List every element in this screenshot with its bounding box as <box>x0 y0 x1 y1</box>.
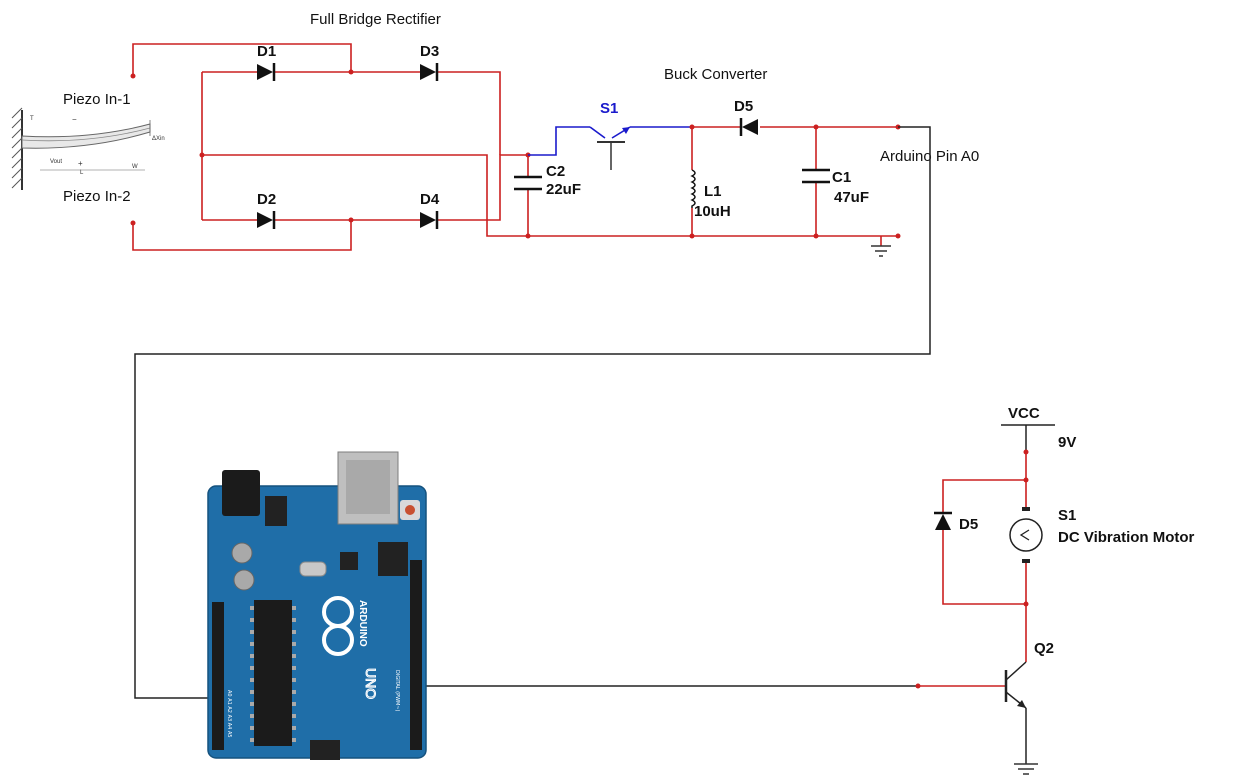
rectifier-title: Full Bridge Rectifier <box>310 11 441 28</box>
digital-header <box>410 560 422 750</box>
vcc-voltage-label: 9V <box>1058 434 1076 451</box>
piezo-beam <box>21 123 151 149</box>
piezo-layer-line <box>21 127 151 142</box>
diode-d5-buck <box>739 118 758 136</box>
icsp-header <box>378 542 408 576</box>
crystal <box>299 561 327 577</box>
motor-junctions <box>915 449 1029 689</box>
diode-d5-flyback <box>934 511 952 530</box>
dc-vibration-motor <box>1009 507 1043 563</box>
switch-s1-transistor <box>528 126 692 170</box>
piezo-in-2-label: Piezo In-2 <box>63 188 131 205</box>
power-analog-header <box>212 602 224 750</box>
inductor-l1 <box>690 169 696 208</box>
capacitor-c2 <box>514 175 542 191</box>
capacitor-can-2 <box>233 569 255 591</box>
d2-label: D2 <box>257 191 276 208</box>
arduino-uno-board: ARDUINO UNO A0 A1 A2 A3 A4 A5 DIGITAL (P… <box>207 451 427 760</box>
power-jack <box>222 470 260 516</box>
analog-pin-labels: A0 A1 A2 A3 A4 A5 <box>226 690 232 738</box>
diode-d3 <box>420 63 439 81</box>
buck-junctions <box>689 124 901 239</box>
c1-value: 47uF <box>834 189 869 206</box>
piezo-length-label: L <box>80 170 84 176</box>
atmega-chip <box>254 600 292 746</box>
piezo-thickness-label: T <box>30 116 34 122</box>
digital-pin-labels: DIGITAL (PWM~) <box>394 670 400 712</box>
piezo-plus-sign: + <box>78 159 83 168</box>
buck-converter-title: Buck Converter <box>664 66 767 83</box>
motor-name-label: DC Vibration Motor <box>1058 529 1195 546</box>
s1-motor-label: S1 <box>1058 507 1076 524</box>
c1-label: C1 <box>832 169 851 186</box>
l1-label: L1 <box>704 183 722 200</box>
arduino-model-text: UNO <box>363 668 379 699</box>
c2-value: 22uF <box>546 181 581 198</box>
arduino-brand-text: ARDUINO <box>357 600 368 647</box>
signal-wires <box>134 126 931 699</box>
ground-symbol-buck <box>871 245 891 257</box>
piezo-in-1-label: Piezo In-1 <box>63 91 131 108</box>
motor-vibration-icon <box>1019 529 1030 541</box>
piezo-wall-hatch <box>11 107 23 189</box>
capacitor-can-1 <box>231 542 253 564</box>
piezo-minus-sign: − <box>72 115 77 124</box>
diode-d2 <box>257 211 276 229</box>
ground-symbol-motor <box>1014 763 1038 775</box>
transistor-q2 <box>1004 661 1027 709</box>
motor-driver-wires <box>918 424 1055 764</box>
board-pcb <box>207 485 427 759</box>
c2-label: C2 <box>546 163 565 180</box>
q2-label: Q2 <box>1034 640 1054 657</box>
piezo-sensor: ΔXin Vout L W T − + <box>11 107 165 190</box>
d5-buck-label: D5 <box>734 98 753 115</box>
d3-label: D3 <box>420 43 439 60</box>
capacitor-c1 <box>802 168 830 184</box>
piezo-vout-label: Vout <box>50 159 62 165</box>
piezo-width-label: W <box>132 164 138 170</box>
rectifier-junctions <box>130 69 531 239</box>
arduino-logo-loop-2 <box>322 624 354 656</box>
vcc-label: VCC <box>1008 405 1040 422</box>
buck-wires <box>527 126 898 246</box>
piezo-dx-label: ΔXin <box>152 136 165 142</box>
diode-d4 <box>420 211 439 229</box>
d4-label: D4 <box>420 191 440 208</box>
l1-value: 10uH <box>694 203 731 220</box>
diode-d1 <box>257 63 276 81</box>
d5-flyback-label: D5 <box>959 516 978 533</box>
s1-switch-label: S1 <box>600 100 618 117</box>
d1-label: D1 <box>257 43 276 60</box>
rectifier-wires <box>132 43 528 251</box>
